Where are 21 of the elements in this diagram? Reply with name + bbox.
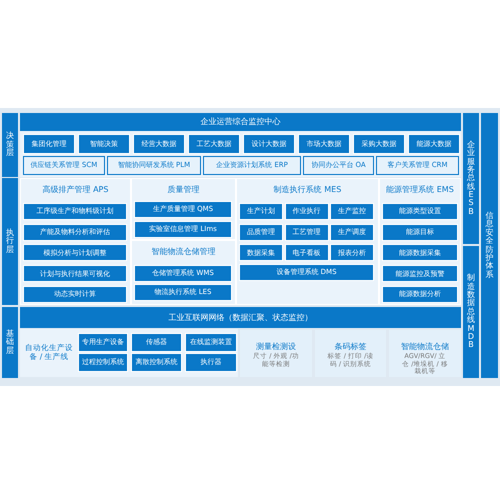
panel-heading: 能源管理系统 EMS	[386, 185, 454, 194]
panel-heading: 智能物流仓储	[401, 342, 449, 352]
title-bar: 企业运营综合监控中心	[20, 113, 461, 131]
bus-label: 制造数据总线 MDB	[463, 246, 479, 378]
panel-heading: 智能物流仓储管理	[152, 247, 216, 256]
layer-label: 基础层	[2, 307, 18, 378]
module-panel	[131, 178, 236, 240]
security-label: 信息安全防护体系	[481, 113, 498, 378]
module-panel	[379, 178, 461, 305]
panel-heading: 制造执行系统 MES	[274, 185, 342, 194]
panel-heading: 质量管理	[168, 185, 200, 194]
module-panel	[131, 240, 236, 305]
network-bar: 工业互联网网络（数据汇聚、状态监控）	[20, 307, 461, 328]
module-panel	[236, 178, 379, 305]
layer-label: 执行层	[2, 178, 18, 305]
panel-heading: 高级排产管理 APS	[42, 185, 108, 194]
module-panel	[20, 178, 131, 305]
panel-heading: 条码标签	[334, 342, 366, 352]
bus-label: 企业服务总线 ESB	[463, 113, 479, 244]
layer-label: 决策层	[2, 113, 18, 177]
panel-heading: 测量检测设	[256, 342, 296, 352]
